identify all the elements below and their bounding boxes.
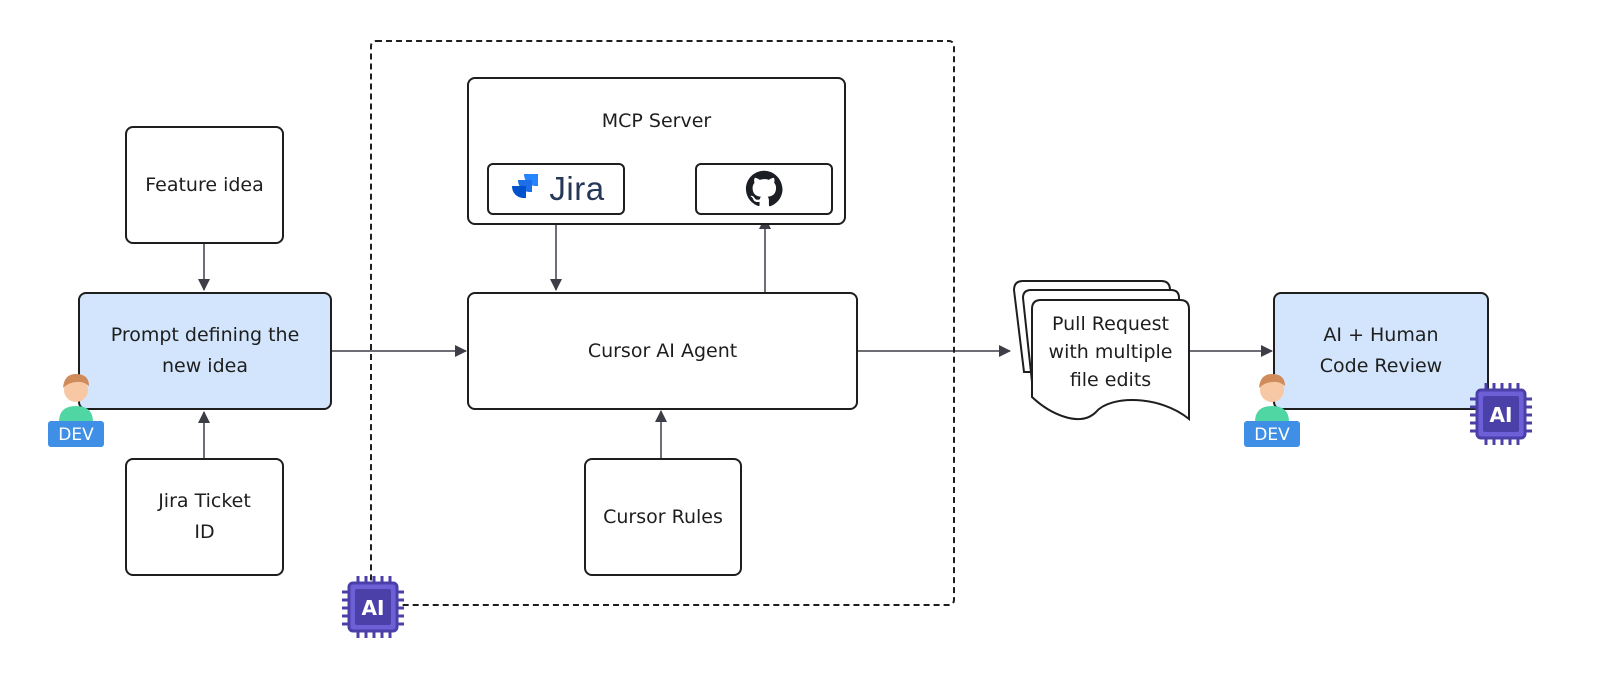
prompt-label: Prompt defining the new idea — [110, 324, 300, 377]
cursor-rules-node[interactable]: Cursor Rules — [584, 458, 742, 576]
jira-ticket-node[interactable]: Jira Ticket ID — [125, 458, 284, 576]
github-integration[interactable] — [695, 163, 833, 215]
feature-idea-label: Feature idea — [145, 173, 264, 196]
dev-badge-text-review: DEV — [1254, 425, 1290, 445]
code-review-node[interactable]: AI + Human Code Review — [1273, 292, 1489, 410]
pull-request-document-stack — [1012, 280, 1190, 422]
ai-chip-icon: AI — [340, 574, 406, 640]
ai-chip-icon-review: AI — [1468, 381, 1534, 447]
jira-integration[interactable]: Jira — [487, 163, 625, 215]
jira-ticket-label: Jira Ticket ID — [158, 490, 251, 543]
cursor-agent-node[interactable]: Cursor AI Agent — [467, 292, 858, 410]
mcp-server-label: MCP Server — [601, 110, 712, 132]
cursor-agent-label: Cursor AI Agent — [587, 339, 738, 362]
ai-boundary-frame — [370, 40, 955, 606]
feature-idea-node[interactable]: Feature idea — [125, 126, 284, 244]
person-dev-icon: DEV — [45, 368, 107, 448]
person-dev-icon-review: DEV — [1241, 368, 1303, 448]
jira-logo-icon — [512, 174, 539, 198]
pull-request-label: Pull Request with multiple file edits — [1048, 313, 1173, 391]
code-review-label: AI + Human Code Review — [1319, 324, 1443, 377]
cursor-rules-label: Cursor Rules — [603, 505, 723, 528]
github-icon — [745, 170, 783, 207]
jira-logo-text: Jira — [549, 170, 605, 207]
dev-badge-text: DEV — [58, 425, 94, 445]
ai-chip-text: AI — [362, 596, 385, 620]
ai-chip-text-review: AI — [1490, 403, 1513, 427]
document-front — [1031, 299, 1190, 422]
prompt-node[interactable]: Prompt defining the new idea — [78, 292, 332, 410]
